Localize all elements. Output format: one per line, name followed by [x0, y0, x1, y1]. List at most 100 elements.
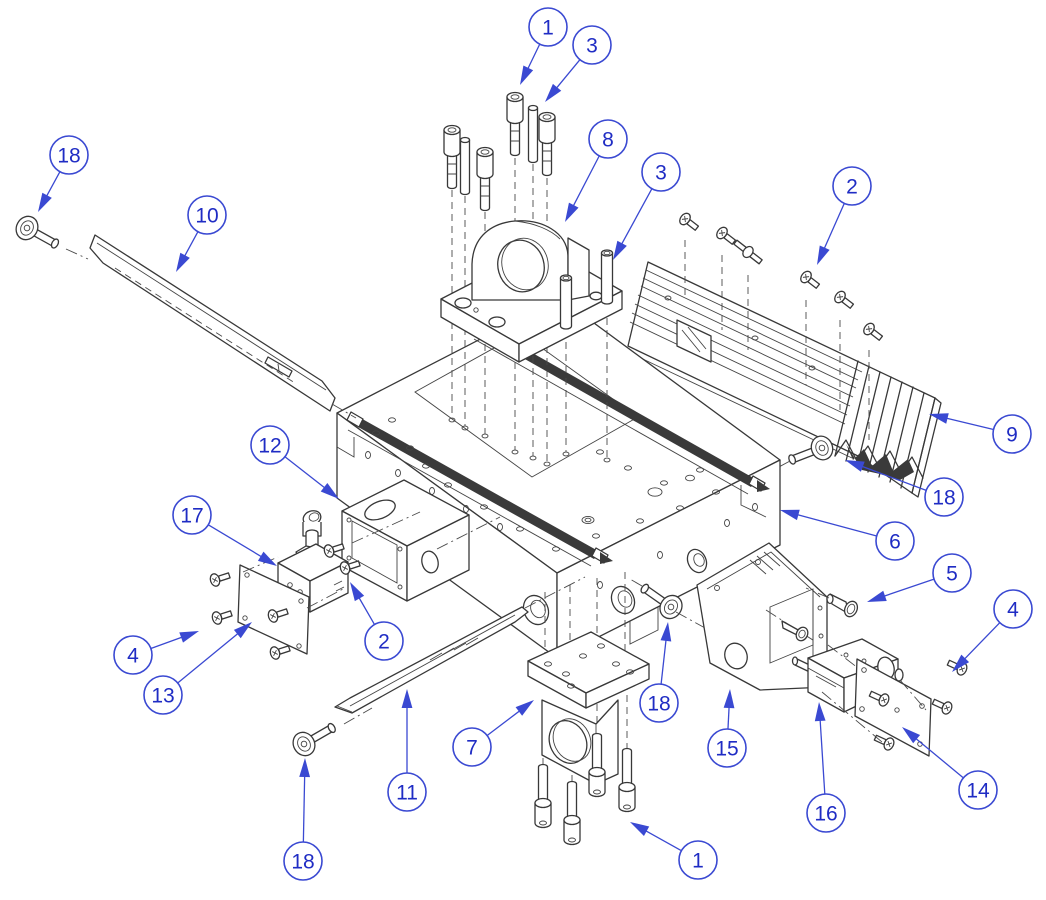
callout-7-19: 7 — [452, 700, 534, 767]
leader-line — [822, 203, 845, 252]
adjuster-stud — [733, 239, 763, 265]
callout-5-10: 5 — [867, 553, 972, 602]
balloon-circle — [528, 7, 568, 47]
callout-13-15: 13 — [143, 622, 252, 715]
callout-6-9: 6 — [780, 509, 915, 561]
socket-screw-icon — [534, 763, 552, 829]
arrowhead-icon — [545, 83, 562, 102]
balloon-circle — [639, 683, 679, 723]
balloon-number: 12 — [258, 435, 281, 458]
balloon-circle — [992, 414, 1032, 454]
callout-4-14: 4 — [113, 631, 199, 675]
leader-line — [177, 631, 241, 684]
pan-screw-icon — [797, 268, 823, 292]
leader-line — [642, 828, 682, 852]
balloon-circle — [641, 152, 681, 192]
part-5-inner-screw — [781, 620, 809, 642]
arrowhead-icon — [38, 192, 52, 212]
callout-17-13: 17 — [172, 495, 277, 566]
pan-screw-icon — [831, 288, 857, 312]
balloon-circle — [572, 25, 612, 65]
balloon-circle — [932, 553, 972, 593]
leader-line — [356, 594, 376, 625]
balloon-number: 18 — [932, 487, 955, 510]
arrowhead-icon — [257, 551, 277, 566]
balloon-number: 1 — [692, 850, 704, 873]
balloon-number: 7 — [466, 737, 478, 760]
socket-screw-icon — [618, 747, 636, 813]
balloon-circle — [707, 728, 747, 768]
balloon-number: 3 — [586, 35, 598, 58]
balloon-circle — [452, 727, 492, 767]
balloon-circle — [958, 770, 998, 810]
arrowhead-icon — [401, 689, 413, 708]
balloon-circle — [588, 119, 628, 159]
arrowhead-icon — [299, 758, 311, 778]
callout-3-1: 3 — [545, 25, 612, 102]
balloon-number: 11 — [396, 782, 418, 805]
callout-3-3: 3 — [613, 152, 681, 260]
callout-11-17: 11 — [387, 689, 427, 812]
part-15-motor-housing — [696, 542, 828, 691]
leader-line — [819, 716, 826, 795]
callout-18-8: 18 — [845, 460, 964, 517]
leader-line — [525, 43, 541, 72]
leader-line — [182, 231, 199, 260]
balloon-circle — [993, 589, 1033, 629]
balloon-circle — [806, 793, 846, 833]
balloon-circle — [875, 521, 915, 561]
leader-line — [961, 622, 1001, 662]
balloon-number: 5 — [946, 563, 958, 586]
callout-4-11: 4 — [952, 589, 1033, 672]
part-2-bellows-screws — [676, 210, 886, 440]
dowel-pin-icon — [459, 136, 471, 196]
part-linework — [11, 91, 970, 846]
leader-line — [619, 188, 653, 248]
balloon-circle — [832, 166, 872, 206]
arrowhead-icon — [613, 240, 627, 260]
balloon-circle — [924, 477, 964, 517]
arrowhead-icon — [179, 631, 199, 643]
balloon-circle — [143, 675, 183, 715]
leader-line — [571, 155, 600, 209]
leader-line — [284, 456, 328, 491]
arrowhead-icon — [350, 582, 365, 602]
leader-line — [913, 736, 964, 779]
arrowhead-icon — [660, 622, 672, 642]
balloon-number: 14 — [966, 780, 990, 803]
balloon-number: 4 — [127, 645, 139, 668]
balloon-number: 13 — [151, 685, 174, 708]
socket-screw-icon — [563, 780, 581, 846]
balloon-circle — [113, 635, 153, 675]
axis-line — [776, 460, 791, 469]
arrowhead-icon — [515, 700, 534, 716]
balloon-number: 6 — [889, 531, 901, 554]
balloon-number: 3 — [655, 162, 667, 185]
balloon-number: 18 — [291, 851, 314, 874]
balloon-number: 4 — [1007, 599, 1019, 622]
callout-1-0: 1 — [520, 7, 568, 85]
standoff-pin-icon — [559, 274, 573, 330]
balloon-number: 18 — [647, 693, 670, 716]
balloon-circle — [250, 425, 290, 465]
leader-line — [794, 513, 877, 537]
pan-screw-icon — [860, 320, 886, 344]
arrowhead-icon — [520, 65, 534, 85]
arrowhead-icon — [902, 727, 921, 744]
callout-15-21: 15 — [707, 689, 747, 768]
arrowhead-icon — [814, 702, 826, 722]
pan-screw-icon — [676, 210, 702, 234]
callout-18-5: 18 — [38, 135, 89, 212]
balloon-circle — [364, 621, 404, 661]
callout-1-24: 1 — [630, 822, 718, 880]
arrowhead-icon — [929, 413, 949, 424]
pan-screw-icon — [208, 568, 232, 589]
balloon-circle — [387, 772, 427, 812]
balloon-number: 15 — [715, 738, 738, 761]
callout-16-22: 16 — [806, 702, 846, 833]
leader-line — [880, 578, 935, 598]
arrowhead-icon — [817, 245, 830, 265]
arrowhead-icon — [723, 689, 735, 709]
leader-line — [943, 416, 994, 431]
